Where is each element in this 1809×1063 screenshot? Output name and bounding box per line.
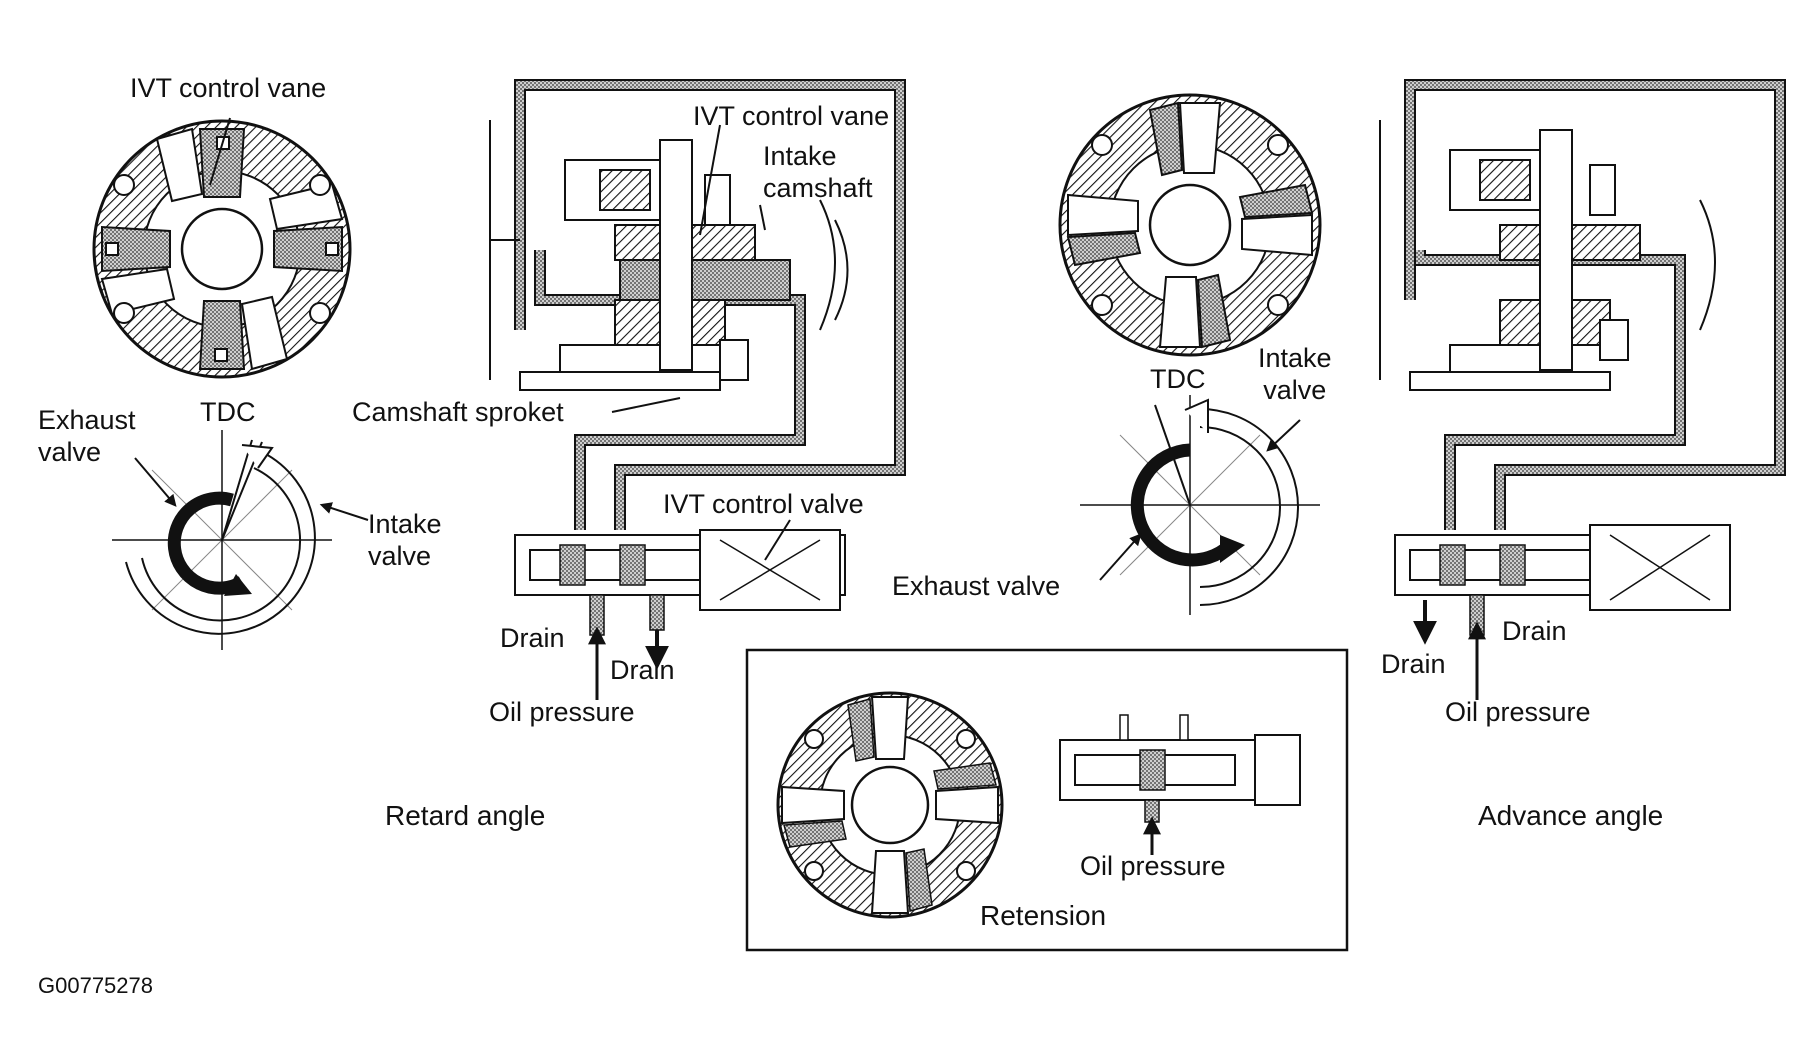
- leader-ivt-vane-mid: [699, 124, 721, 236]
- label-drain-retard-a: Drain: [500, 623, 565, 653]
- rotor-retard: [92, 119, 352, 379]
- label-drain-advance-a: Drain: [1502, 616, 1567, 646]
- label-camshaft-sproket: Camshaft sproket: [352, 397, 564, 427]
- figure-id: G00775278: [38, 973, 153, 998]
- label-drain-retard-b: Drain: [610, 655, 675, 685]
- label-oil-pressure-retard: Oil pressure: [489, 697, 635, 727]
- control-valve-retard: [514, 529, 846, 636]
- caption-retension: Retension: [980, 900, 1107, 931]
- leader-intake-camshaft: [759, 204, 766, 231]
- label-intake-camshaft: Intake camshaft: [763, 141, 873, 203]
- mechanism-advance: [1379, 79, 1786, 530]
- label-tdc-center: TDC: [1150, 364, 1206, 394]
- label-tdc-left: TDC: [200, 397, 256, 427]
- leader-intake-valve-center: [1266, 419, 1301, 452]
- label-intake-valve-left: Intake valve: [368, 509, 442, 571]
- label-exhaust-valve-left: Exhaust valve: [38, 405, 136, 467]
- control-valve-retension: [1059, 714, 1301, 823]
- label-ivt-control-valve: IVT control valve: [663, 489, 864, 519]
- leader-ivt-control-valve: [764, 519, 791, 561]
- leader-exhaust-valve-left: [134, 457, 177, 507]
- rotor-retension: [776, 691, 1004, 919]
- leader-camshaft-sproket: [611, 397, 681, 413]
- label-oil-pressure-advance: Oil pressure: [1445, 697, 1591, 727]
- caption-retard-angle: Retard angle: [385, 800, 546, 831]
- mechanism-retard: [489, 79, 906, 530]
- control-valve-advance: [1394, 524, 1731, 636]
- leader-exhaust-valve-center: [1099, 533, 1142, 581]
- label-intake-valve-center: Intake valve: [1258, 343, 1332, 405]
- label-drain-advance-b: Drain: [1381, 649, 1446, 679]
- timing-dial-retard: [112, 430, 332, 650]
- leader-ivt-vane-left: [209, 117, 231, 186]
- label-ivt-control-vane-left: IVT control vane: [130, 73, 327, 103]
- leader-intake-valve-left: [319, 502, 369, 521]
- retension-box: [745, 648, 1349, 952]
- label-oil-pressure-retension: Oil pressure: [1080, 851, 1226, 881]
- rotor-advance: [1058, 93, 1322, 357]
- label-exhaust-valve-center: Exhaust valve: [892, 571, 1061, 601]
- label-ivt-control-vane-mid: IVT control vane: [693, 101, 890, 131]
- timing-dial-advance: [1080, 395, 1320, 615]
- caption-advance-angle: Advance angle: [1478, 800, 1664, 831]
